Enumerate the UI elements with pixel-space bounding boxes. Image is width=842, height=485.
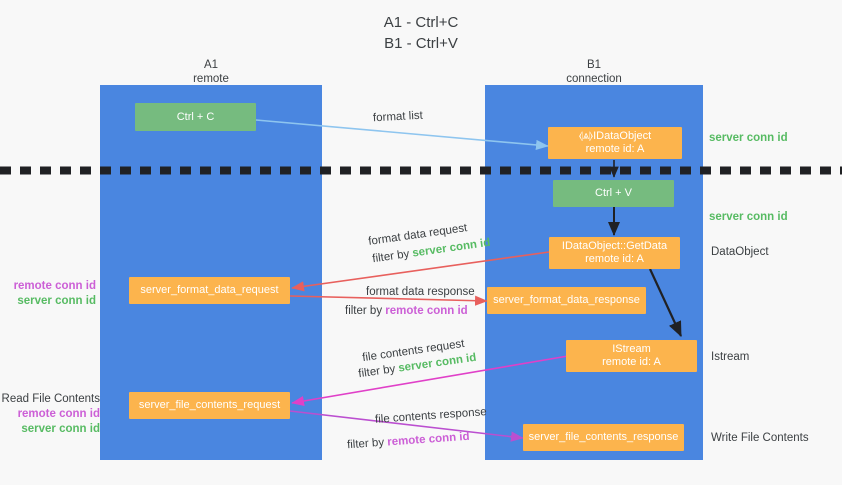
box-istream[interactable]: IStream remote id: A xyxy=(566,340,697,372)
lane-header-b1: B1 connection xyxy=(485,58,703,86)
label-file-contents-response-filter: filter by remote conn id xyxy=(347,430,470,454)
box-ctrl-c-label: Ctrl + C xyxy=(176,110,215,123)
box-getdata-line2: remote id: A xyxy=(585,253,644,265)
right-label-server-conn-id-top: server conn id xyxy=(709,132,788,144)
box-ctrl-c[interactable]: Ctrl + C xyxy=(135,103,256,131)
label-format-data-response-filter: filter by remote conn id xyxy=(345,304,468,319)
filter-value-remote-conn-id: remote conn id xyxy=(386,430,470,449)
box-server-file-contents-response-label: server_file_contents_response xyxy=(528,431,679,443)
left-label-conn-ids-top: remote conn id server conn id xyxy=(0,279,96,309)
box-idataobject[interactable]: ⦉⩓⦊IDataObject remote id: A xyxy=(548,127,682,159)
label-file-contents-response: file contents response xyxy=(375,405,488,428)
box-server-format-data-response[interactable]: server_format_data_response xyxy=(487,287,646,314)
lane-a1-sub: remote xyxy=(193,73,229,85)
label-file-contents-response-text: file contents response xyxy=(374,406,488,426)
box-server-format-data-request-label: server_format_data_request xyxy=(140,284,279,296)
phase-divider xyxy=(0,166,842,175)
lane-b1-name: B1 xyxy=(586,59,602,71)
lane-b1-sub: connection xyxy=(566,73,622,85)
box-server-format-data-request[interactable]: server_format_data_request xyxy=(129,277,290,304)
box-idataobject-line1: ⦉⩓⦊IDataObject xyxy=(578,130,652,142)
lane-header-a1: A1 remote xyxy=(100,58,322,86)
left-label-read-file-contents-group: Read File Contents remote conn id server… xyxy=(0,392,100,437)
box-ctrl-v-label: Ctrl + V xyxy=(595,187,632,199)
box-server-file-contents-request[interactable]: server_file_contents_request xyxy=(129,392,290,419)
right-label-server-conn-id-second: server conn id xyxy=(709,211,788,223)
filter-prefix: filter by xyxy=(357,363,397,381)
left-read-file-contents: Read File Contents xyxy=(1,393,100,405)
title-line-1: A1 - Ctrl+C xyxy=(383,14,459,31)
box-server-file-contents-response[interactable]: server_file_contents_response xyxy=(523,424,684,451)
label-format-list-text: format list xyxy=(372,109,424,125)
left-server-conn-id-1: server conn id xyxy=(17,295,96,307)
filter-prefix: filter by xyxy=(345,305,383,317)
right-label-dataobject: DataObject xyxy=(711,246,769,258)
box-getdata-line1: IDataObject::GetData xyxy=(561,240,668,252)
right-label-write-file-contents: Write File Contents xyxy=(711,432,809,444)
lane-a1-name: A1 xyxy=(203,59,219,71)
left-remote-conn-id-1: remote conn id xyxy=(13,280,96,292)
left-remote-conn-id-2: remote conn id xyxy=(17,408,100,420)
filter-value-remote-conn-id: remote conn id xyxy=(385,305,468,317)
filter-prefix: filter by xyxy=(346,436,385,452)
right-label-istream: Istream xyxy=(711,351,750,363)
label-format-list: format list xyxy=(373,109,424,127)
box-idataobject-getdata[interactable]: IDataObject::GetData remote id: A xyxy=(549,237,680,269)
box-istream-line2: remote id: A xyxy=(602,356,661,368)
left-server-conn-id-2: server conn id xyxy=(21,423,100,435)
label-format-data-response-text: format data response xyxy=(366,286,475,298)
box-server-format-data-response-label: server_format_data_response xyxy=(493,294,640,306)
box-ctrl-v[interactable]: Ctrl + V xyxy=(553,180,674,207)
box-istream-line1: IStream xyxy=(612,343,651,355)
page-title: A1 - Ctrl+C B1 - Ctrl+V xyxy=(0,12,842,54)
box-idataobject-line2: remote id: A xyxy=(585,143,645,155)
filter-prefix: filter by xyxy=(371,248,411,266)
box-server-file-contents-request-label: server_file_contents_request xyxy=(138,399,281,411)
label-format-data-response: format data response xyxy=(366,285,475,300)
title-line-2: B1 - Ctrl+V xyxy=(384,35,458,52)
